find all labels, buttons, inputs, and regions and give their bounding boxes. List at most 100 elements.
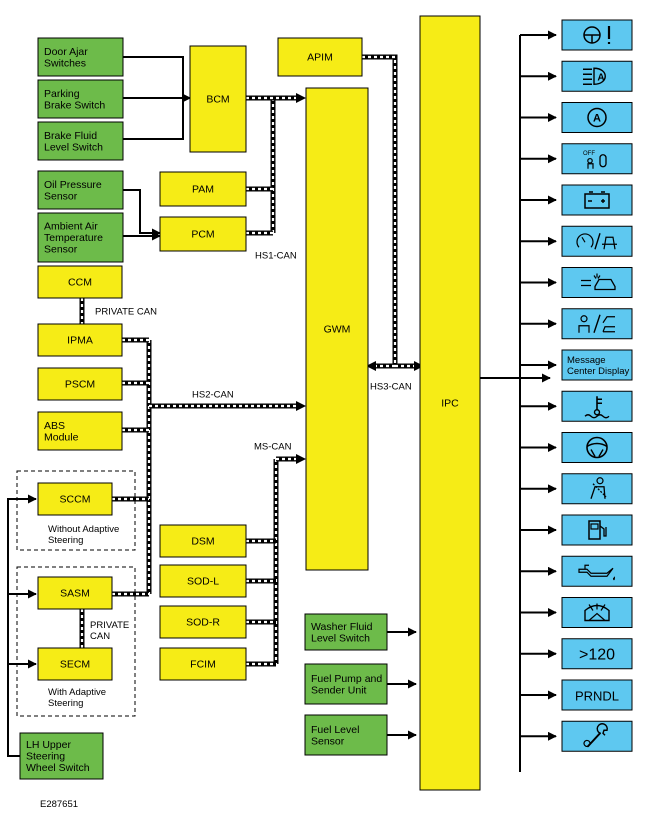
secm-box: SECM <box>37 647 113 681</box>
door-ajar-box-shape <box>37 37 124 77</box>
indicator-shape <box>561 349 633 381</box>
indicator-label-line: Center Display <box>567 366 630 377</box>
private-can-top-label: PRIVATE CAN <box>95 307 157 318</box>
brake-fluid-wire-line <box>123 93 191 140</box>
pcm-box: PCM <box>159 216 247 252</box>
indicator-auto-start-stop: A <box>561 102 633 133</box>
brake-fluid-wire <box>123 93 191 140</box>
sodl-box-label: SOD-L <box>187 576 219 588</box>
ccm-box-shape <box>37 265 123 299</box>
parking-brake-box-label-line: Parking <box>44 88 80 100</box>
abs-box-label-line: ABS <box>44 420 65 432</box>
indicator-driver-alert <box>561 308 633 340</box>
hs2-bus-gwm <box>149 401 306 411</box>
indicator-shape <box>561 102 633 133</box>
ccm-box-label: CCM <box>68 277 92 289</box>
gwm-box-label: GWM <box>324 324 351 336</box>
sodr-box-label-line: SOD-R <box>186 617 220 629</box>
parking-brake-box-label-line: Brake Switch <box>44 99 105 111</box>
indicator-steering-warning <box>561 19 633 51</box>
service-wrench-icon <box>583 723 608 748</box>
door-ajar-box-label-line: Switches <box>44 57 86 69</box>
indicator-label-line: >120 <box>579 646 615 663</box>
hs3-bus-apim <box>362 54 398 366</box>
ambient-air-box-label-line: Temperature <box>44 232 103 244</box>
washer-fluid-box-shape <box>304 613 388 651</box>
ipma-box-label: IPMA <box>67 335 93 347</box>
dsm-box: DSM <box>159 524 247 558</box>
sodr-box-shape <box>159 605 247 639</box>
hs2-can-label: HS2-CAN <box>192 390 234 401</box>
pam-box-label: PAM <box>192 184 214 196</box>
ipma-box-label-line: IPMA <box>67 335 93 347</box>
hs3-bus-gwm <box>366 361 395 371</box>
hs2-can-label-line: HS2-CAN <box>192 390 234 401</box>
secm-box-label: SECM <box>60 659 90 671</box>
lh-upper-box-label-line: Steering <box>26 751 65 763</box>
secm-box-shape <box>37 647 113 681</box>
apim-box-shape <box>277 37 363 77</box>
ms-can-label-line: MS-CAN <box>254 442 292 453</box>
lh-upper-box-label-line: LH Upper <box>26 739 71 751</box>
indicator-battery <box>561 184 633 216</box>
with-adaptive-label-line: With Adaptive <box>48 687 106 698</box>
indicator-shape <box>561 184 633 216</box>
oil-pressure-wire-line <box>123 189 161 238</box>
hs3-bus-gwm-arrowhead <box>366 361 376 371</box>
washer-fluid-box-label-line: Level Switch <box>311 632 370 644</box>
fuel-pump-box-label-line: Fuel Pump and <box>311 673 382 685</box>
apim-box-label-line: APIM <box>307 52 333 64</box>
indicator-text-box: PRNDL <box>561 679 633 711</box>
oil-pressure-icon <box>578 564 615 581</box>
indicator-shape <box>561 60 633 92</box>
indicator-shape <box>561 679 633 711</box>
washer-fluid-box-label-line: Washer Fluid <box>311 621 373 633</box>
auto-start-stop-icon: A <box>587 107 607 128</box>
pcm-box-label: PCM <box>191 229 214 241</box>
indicator-airbag-off: OFF <box>561 143 633 175</box>
cruise-control-lane-icon <box>576 233 617 250</box>
secm-box-label-line: SECM <box>60 659 90 671</box>
sasm-box-label: SASM <box>60 588 90 600</box>
indicator-steering-wheel <box>561 432 633 463</box>
hs3-can-label: HS3-CAN <box>370 382 412 393</box>
indicator-label: PRNDL <box>575 689 619 704</box>
fcim-box-label-line: FCIM <box>190 659 216 671</box>
fuel-level-box-label-line: Sensor <box>311 735 345 747</box>
fcim-box: FCIM <box>159 647 247 681</box>
ambient-air-box-label-line: Sensor <box>44 244 78 256</box>
indicator-washer-fluid <box>561 597 633 628</box>
pam-box-label-line: PAM <box>192 184 214 196</box>
hs1-bus-bcm-arrowhead <box>296 93 306 103</box>
auto-high-beam-icon: A <box>583 67 606 85</box>
bcm-box-label: BCM <box>206 94 229 106</box>
dsm-box-label: DSM <box>191 536 214 548</box>
indicator-shape <box>561 143 633 175</box>
sccm-box-label: SCCM <box>60 494 91 506</box>
apim-box-label: APIM <box>307 52 333 64</box>
coolant-temperature-icon <box>584 396 610 419</box>
indicator-label-line: Message <box>567 355 606 366</box>
indicator-shape <box>561 473 633 505</box>
bcm-box: BCM <box>189 45 247 153</box>
without-adaptive-label-line: Steering <box>48 535 83 546</box>
washer-fluid-icon <box>584 603 610 622</box>
fuel-level-box-shape <box>304 714 388 756</box>
ambient-air-box-shape <box>37 212 124 263</box>
indicator-text-box: >120 <box>561 638 633 670</box>
indicator-auto-high-beam: A <box>561 60 633 92</box>
steering-wheel-icon <box>586 436 608 459</box>
